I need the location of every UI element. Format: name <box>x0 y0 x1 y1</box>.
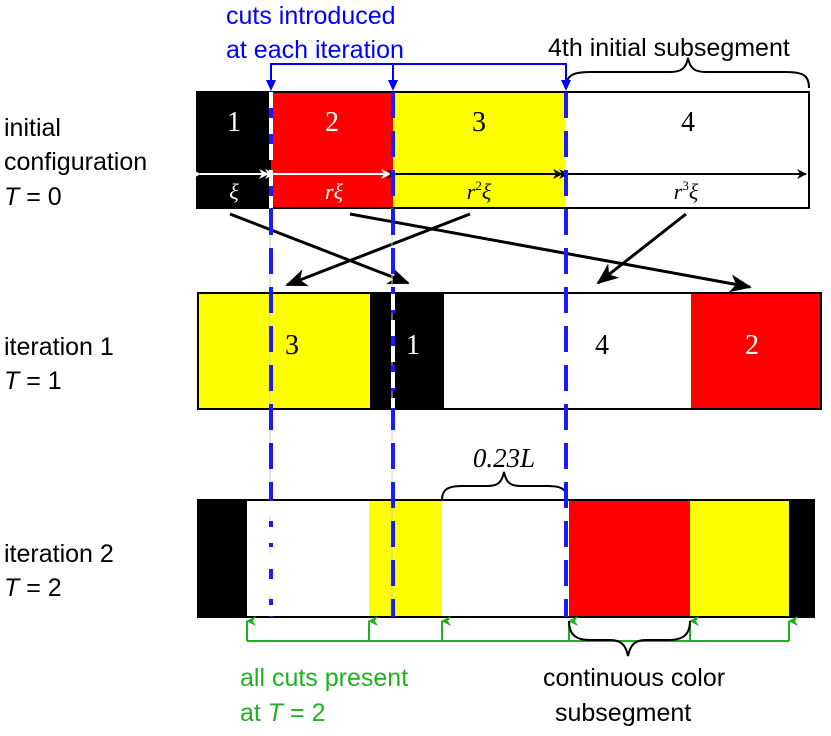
cuts-introduced-line2: at each iteration <box>226 36 404 64</box>
mapping-arrow-seg1 <box>229 212 410 285</box>
iter2-block-black-left <box>198 500 247 617</box>
length-label-seg1: ξ <box>229 179 239 204</box>
mapping-arrow-seg4 <box>596 212 687 285</box>
initial-segment-1-label: 1 <box>227 107 241 138</box>
iter1-segment-3-label: 3 <box>285 330 299 361</box>
cut-lines <box>269 92 568 617</box>
row-label-initial-line2: configuration <box>4 148 147 176</box>
iter2-block-black-right <box>789 500 814 617</box>
length-label-seg2: rξ <box>325 179 344 204</box>
cuts-arrowhead-left <box>266 80 276 91</box>
row-label-initial-time: T = 0 <box>4 183 62 211</box>
cuts-arrowhead-middle <box>388 80 398 91</box>
iter2-block-red <box>569 500 690 617</box>
initial-configuration-bar <box>196 91 810 209</box>
green-cut-markers <box>246 616 798 642</box>
iter2-block-yellow-2 <box>690 500 789 617</box>
initial-segment-2 <box>271 92 393 208</box>
row-label-initial-line1: initial <box>4 114 61 142</box>
iteration1-bar <box>197 292 822 410</box>
cuts-arrowhead-right <box>561 80 571 91</box>
iter1-segment-2 <box>691 293 821 409</box>
fraction-brace <box>441 471 568 501</box>
row-label-iter2-line1: iteration 2 <box>4 540 114 568</box>
initial-bar-outline <box>196 91 810 209</box>
mapping-arrow-seg2 <box>349 212 752 293</box>
continuous-line2: subsegment <box>555 699 691 727</box>
initial-segment-2-label: 2 <box>325 107 339 138</box>
continuous-line1: continuous color <box>543 664 725 692</box>
cuts-introduced-line1: cuts introduced <box>226 2 396 30</box>
row-label-iter2-time: T = 2 <box>4 574 62 602</box>
row-label-iter1-line1: iteration 1 <box>4 333 114 361</box>
fourth-subsegment-brace <box>565 57 810 89</box>
length-label-seg4: r3ξ <box>674 178 699 204</box>
fraction-label: 0.23L <box>473 443 535 473</box>
iter1-segment-3 <box>198 293 370 409</box>
row-label-iter1-time: T = 1 <box>4 367 62 395</box>
iter1-segment-1 <box>370 293 444 409</box>
initial-segment-4-label: 4 <box>681 107 695 138</box>
mapping-arrow-seg3 <box>285 212 471 287</box>
initial-segment-3-label: 3 <box>472 107 486 138</box>
iter2-block-yellow-1 <box>369 500 442 617</box>
initial-segment-4 <box>565 92 809 208</box>
all-cuts-line1: all cuts present <box>240 664 408 692</box>
iter2-block-white-1 <box>247 500 369 617</box>
continuous-color-brace <box>568 620 691 657</box>
iter2-bar-outline <box>197 499 815 618</box>
iteration2-bar <box>197 499 815 618</box>
length-label-seg3: r2ξ <box>467 178 492 204</box>
initial-segment-3 <box>393 92 565 208</box>
iter1-bar-outline <box>197 292 822 410</box>
iter1-segment-1-label: 1 <box>406 330 420 361</box>
iter2-block-white-2 <box>442 500 569 617</box>
iter1-segment-4-label: 4 <box>595 330 609 361</box>
fourth-subsegment-label: 4th initial subsegment <box>548 34 790 62</box>
cuts-introduced-bracket <box>270 63 567 88</box>
all-cuts-line2: at T = 2 <box>240 699 325 727</box>
initial-segment-1 <box>197 92 271 208</box>
iter1-segment-2-label: 2 <box>745 330 759 361</box>
